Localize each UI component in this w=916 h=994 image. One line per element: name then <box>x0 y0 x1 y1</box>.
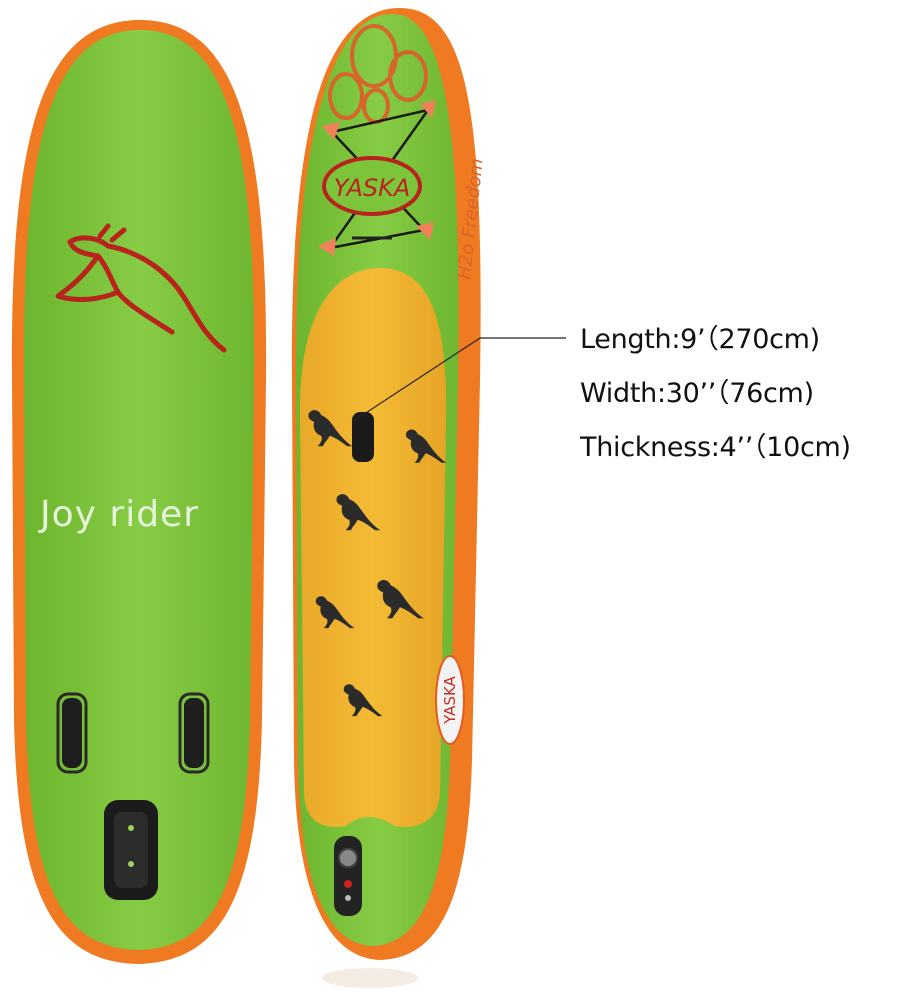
carry-handle <box>352 412 374 462</box>
spec-width: Width:30’’（76cm) <box>580 378 814 409</box>
spec-thickness: Thickness:4’’（10cm) <box>580 432 851 463</box>
fin-box-left <box>56 692 88 774</box>
deck-board: YASKA H2o Freedom YASKA <box>291 8 488 960</box>
board-name-text: Joy rider <box>38 494 199 535</box>
nose-rings <box>328 24 428 124</box>
spec-length: Length:9’（270cm) <box>580 324 820 355</box>
brand-oval <box>322 156 422 216</box>
kangaroo-logo-icon <box>55 223 227 353</box>
valve-icon <box>334 836 362 916</box>
brand-logo: YASKA <box>334 174 411 202</box>
rail-brand-logo: YASKA <box>441 675 459 724</box>
spec-list: Length:9’（270cm) Width:30’’（76cm) Thickn… <box>580 322 916 484</box>
fin-box-right <box>178 692 210 774</box>
deck-pad <box>299 268 447 827</box>
callout-line-diagonal <box>351 337 481 423</box>
back-board: Joy rider <box>11 20 267 964</box>
center-fin-box <box>104 800 158 900</box>
